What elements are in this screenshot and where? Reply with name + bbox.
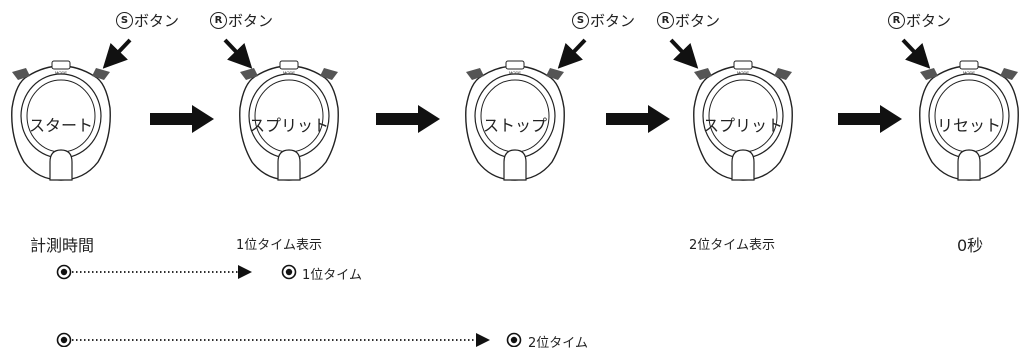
stopwatch-4: MODE スプリット — [690, 58, 796, 182]
stopwatch-icon: MODE — [919, 60, 1019, 181]
first-time-display-label: 1位タイム表示 — [236, 238, 323, 253]
watch-face-label: スタート — [28, 116, 93, 135]
timelines — [56, 264, 522, 347]
flow-arrow-1 — [150, 105, 214, 133]
timeline-1 — [56, 264, 297, 280]
svg-text:MODE: MODE — [55, 70, 67, 75]
pointer-arrow-step2 — [223, 38, 253, 69]
s-button-icon: S — [572, 12, 589, 29]
stopwatch-2: MODE スプリット — [236, 58, 342, 182]
step3-button-label: S ボタン — [572, 10, 635, 31]
svg-text:MODE: MODE — [509, 70, 521, 75]
stopwatch-3: MODE ストップ — [462, 58, 568, 182]
r-button-icon: R — [210, 12, 227, 29]
timeline-1-arrowhead — [238, 265, 252, 279]
watch-face-label: スプリット — [702, 116, 783, 135]
stopwatch-icon: MODE — [239, 60, 339, 181]
stopwatch-1: MODE スタート — [8, 58, 114, 182]
s-button-icon: S — [116, 12, 133, 29]
timeline-1-label: 1位タイム — [302, 268, 363, 283]
watch-face-label: リセット — [936, 116, 1001, 135]
svg-text:MODE: MODE — [963, 70, 975, 75]
r-button-icon: R — [888, 12, 905, 29]
watch-face-label: スプリット — [248, 116, 329, 135]
measuring-time-label: 計測時間 — [30, 236, 95, 255]
pointer-arrow-step1 — [102, 38, 132, 69]
step2-button-label: R ボタン — [210, 10, 273, 31]
step1-button-label: S ボタン — [116, 10, 179, 31]
r-button-icon: R — [657, 12, 674, 29]
pointer-arrow-step3 — [557, 38, 587, 69]
timeline-2-label: 2位タイム — [528, 336, 589, 351]
stopwatch-icon: MODE — [693, 60, 793, 181]
timeline-2 — [56, 332, 522, 347]
stopwatch-icon: MODE — [11, 60, 111, 181]
flow-arrows — [150, 105, 902, 133]
pointer-arrow-step4 — [669, 38, 699, 69]
flow-arrow-2 — [376, 105, 440, 133]
flow-arrow-3 — [606, 105, 670, 133]
pointer-arrow-step5 — [901, 38, 931, 69]
watch-face-label: ストップ — [482, 116, 547, 135]
step5-button-label: R ボタン — [888, 10, 951, 31]
flow-arrow-4 — [838, 105, 902, 133]
zero-seconds-label: 0秒 — [957, 236, 984, 255]
timeline-2-arrowhead — [476, 333, 490, 347]
stopwatch-5: MODE リセット — [916, 58, 1022, 182]
second-time-display-label: 2位タイム表示 — [689, 238, 776, 253]
stopwatch-icon: MODE — [465, 60, 565, 181]
step4-button-label: R ボタン — [657, 10, 720, 31]
svg-text:MODE: MODE — [737, 70, 749, 75]
svg-text:MODE: MODE — [283, 70, 295, 75]
